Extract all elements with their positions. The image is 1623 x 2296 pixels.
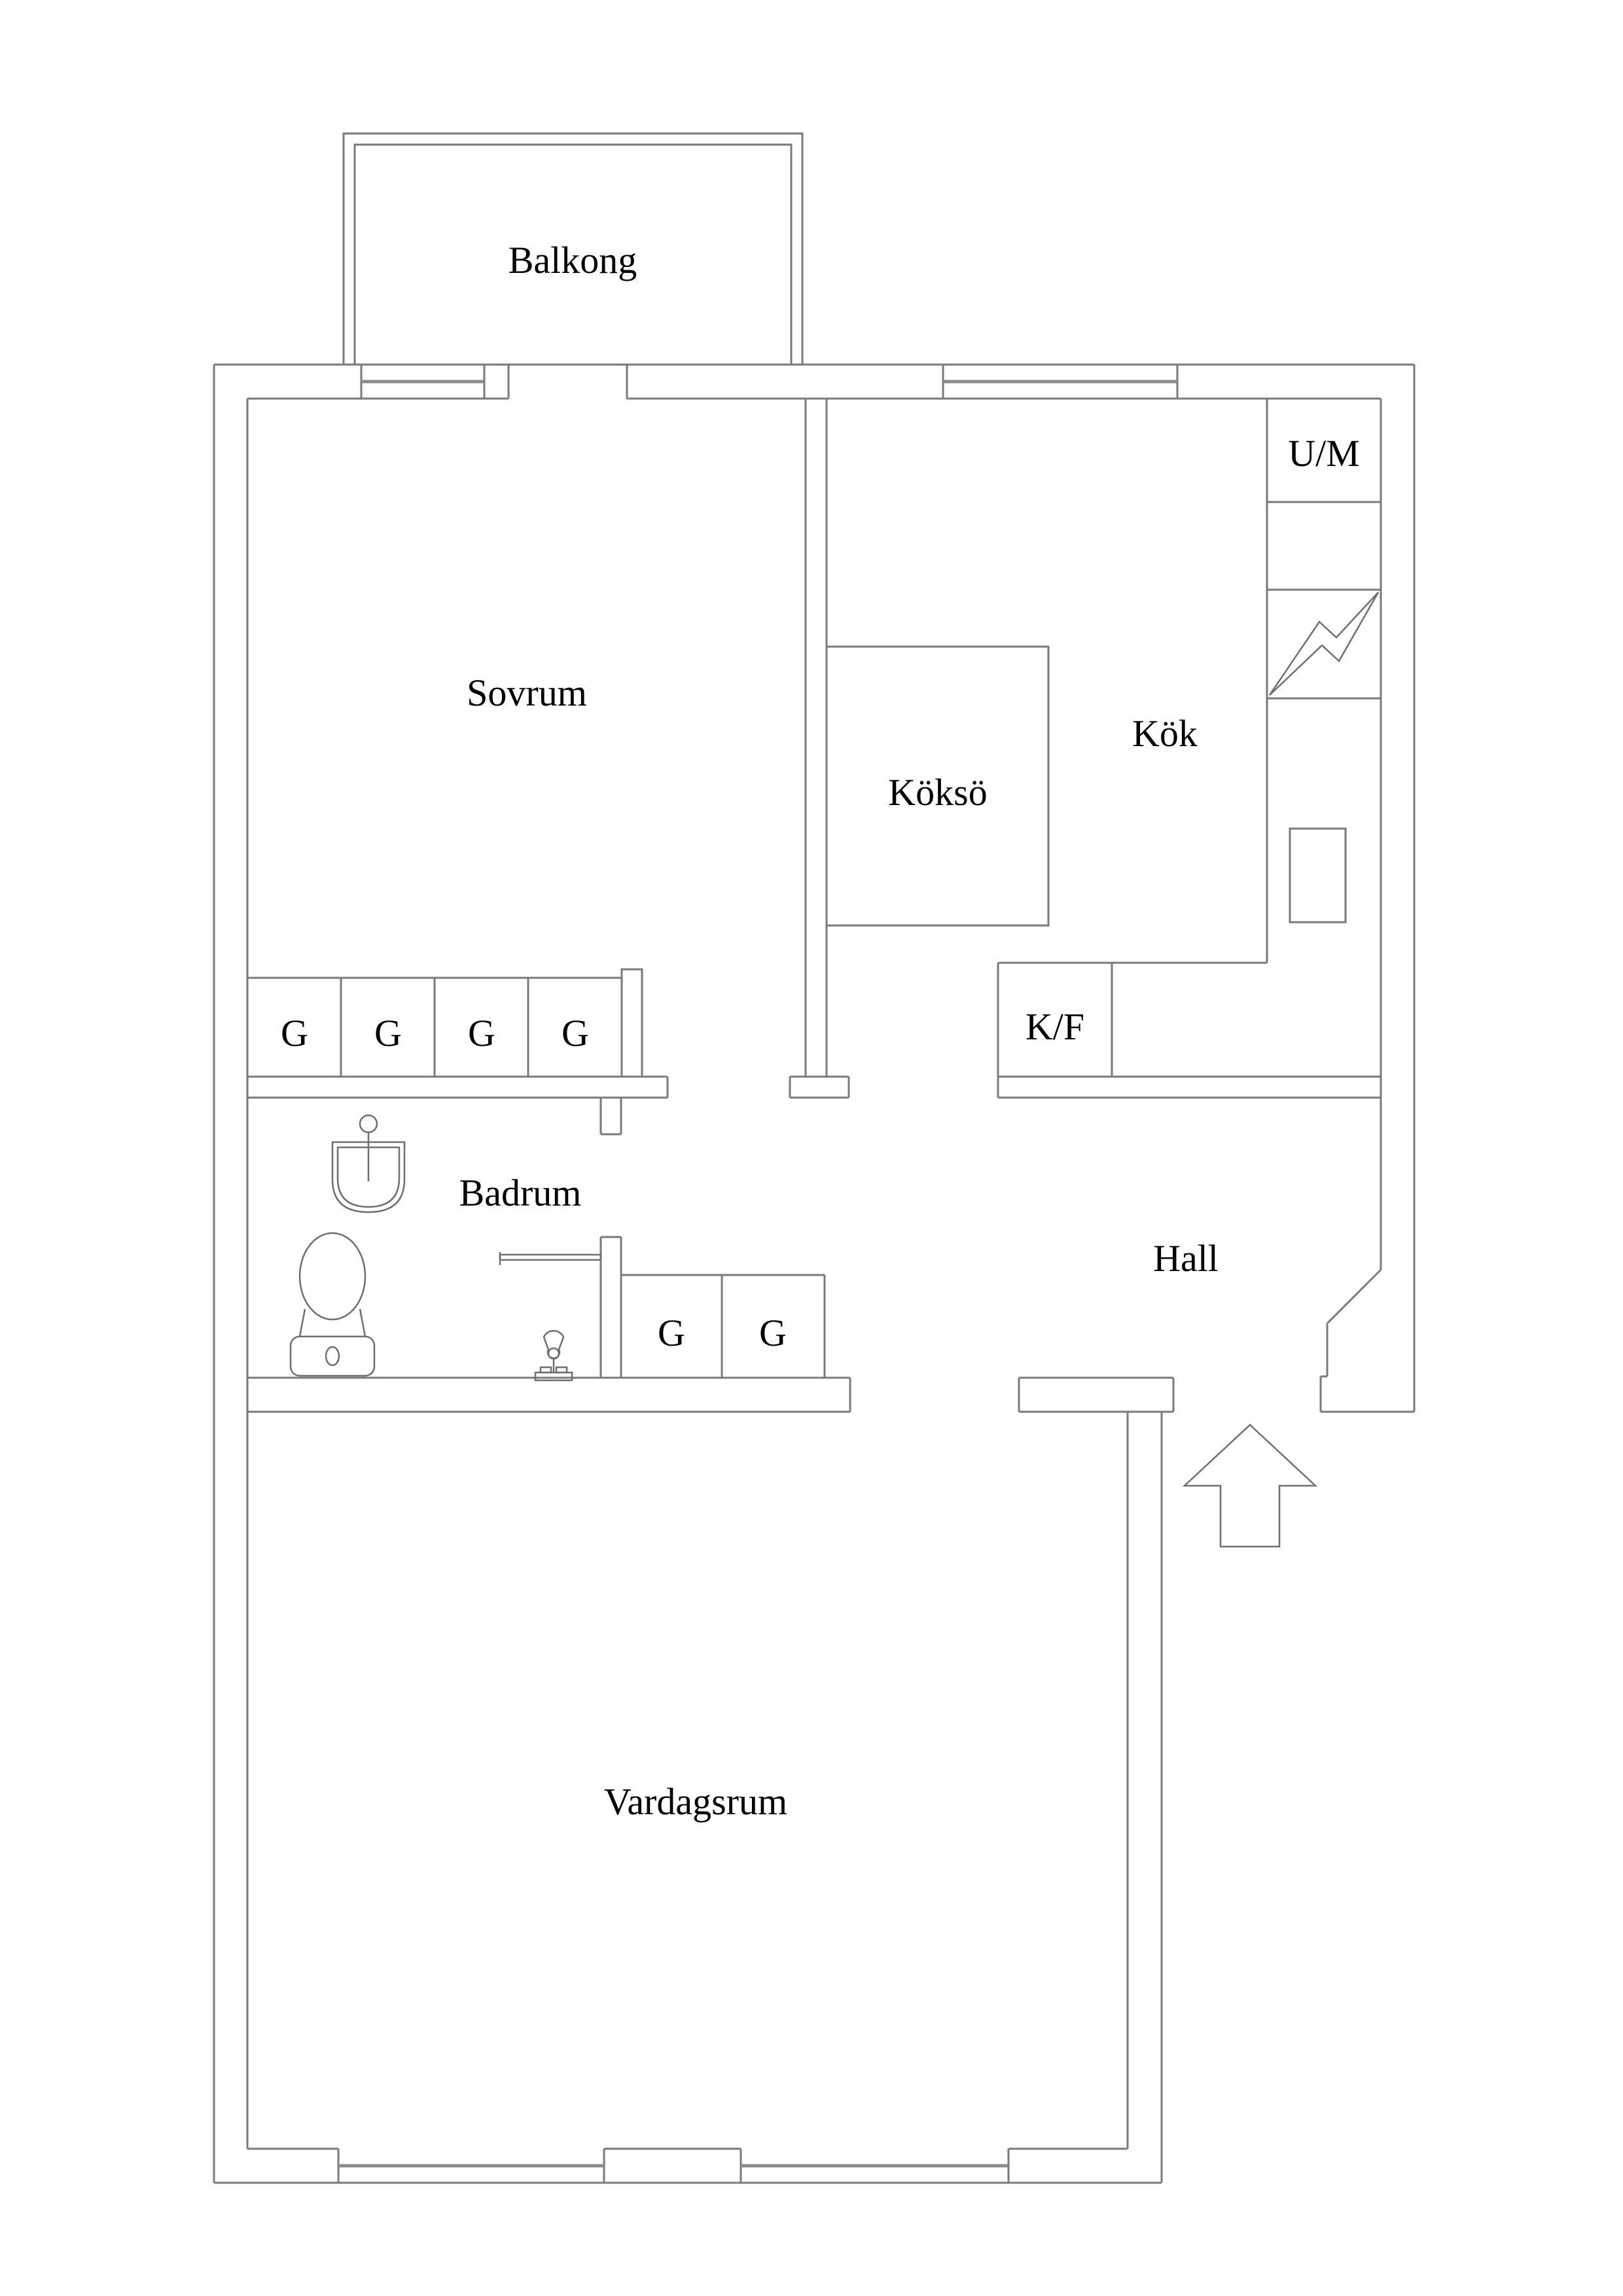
washbasin-icon [331, 1114, 406, 1213]
label-wardrobe-5: G [658, 1312, 685, 1354]
shower-icon [499, 1252, 602, 1382]
bathroom-right-wall [599, 1098, 622, 1378]
living-room-top-wall [247, 1376, 851, 1413]
label-wardrobe-1: G [281, 1012, 308, 1054]
label-kf: K/F [1026, 1005, 1084, 1048]
entrance-arrow-icon [1182, 1424, 1318, 1548]
living-room-right-wall [1126, 1412, 1163, 2183]
label-badrum: Badrum [459, 1172, 582, 1214]
label-wardrobe-6: G [759, 1312, 787, 1354]
bedroom-kitchen-partition [789, 399, 850, 1099]
label-vardagsrum: Vardagsrum [604, 1780, 787, 1823]
entry-wall-piece [1018, 1376, 1175, 1413]
stove-lightning-icon [1268, 592, 1380, 696]
label-hall: Hall [1153, 1237, 1219, 1280]
kitchen-counter [997, 399, 1381, 1077]
window-glazing [338, 380, 1177, 2168]
label-wardrobe-2: G [374, 1012, 402, 1054]
walls [213, 132, 1416, 2184]
kitchen-hall-wall [997, 1075, 1381, 1099]
label-sovrum: Sovrum [467, 672, 587, 714]
hall-wardrobe-pair [621, 1274, 826, 1378]
bathroom-top-wall [247, 1077, 669, 1099]
kitchen-island [825, 645, 1050, 927]
label-kokso: Köksö [888, 771, 987, 814]
label-wardrobe-4: G [562, 1012, 589, 1054]
right-wall [1319, 365, 1416, 1413]
kitchen-sink-outline [1289, 827, 1347, 924]
balcony-walls [342, 132, 804, 365]
left-wall [213, 365, 249, 2183]
label-balkong: Balkong [508, 239, 637, 281]
label-um: U/M [1288, 432, 1360, 475]
label-kok: Kök [1132, 712, 1198, 755]
fixtures [289, 592, 1380, 1548]
bedroom-wardrobe-row [247, 977, 668, 1078]
bedroom-wall-stub [620, 968, 643, 1077]
toilet-icon [289, 1232, 376, 1377]
balcony-door-jambs [507, 365, 628, 399]
label-wardrobe-3: G [468, 1012, 495, 1054]
room-labels: Balkong Sovrum Kök Köksö U/M K/F G G G G… [281, 239, 1360, 1823]
